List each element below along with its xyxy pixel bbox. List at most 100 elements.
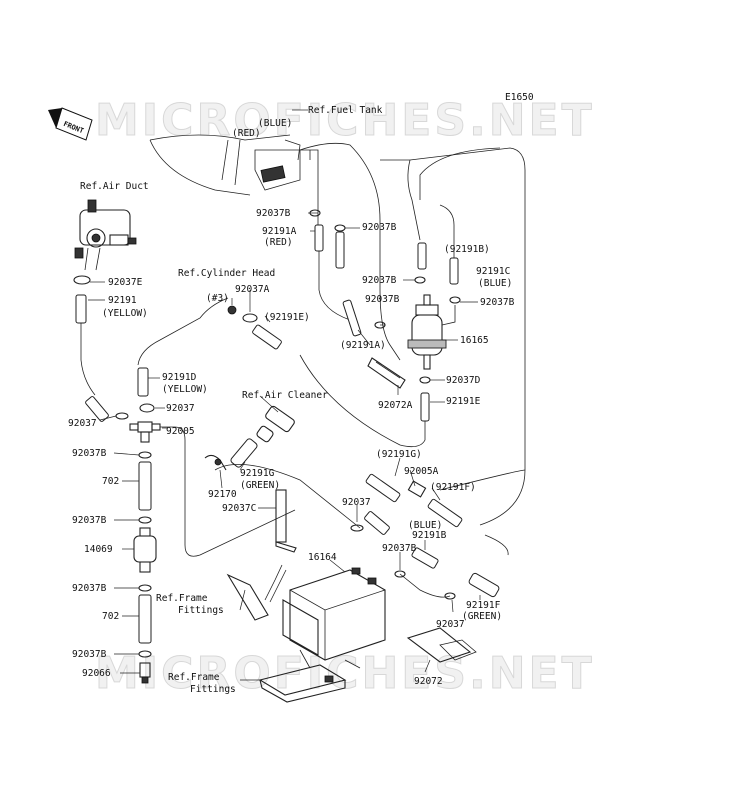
clamp-92037B-2 (334, 224, 346, 232)
clamp-92037-b (115, 412, 129, 420)
label-92037E: 92037E (108, 277, 143, 288)
fuel-filter-14069 (133, 527, 157, 573)
fuel-filter-16165 (407, 294, 456, 370)
hose-92191F-green (468, 572, 500, 598)
label-hash3: (#3) (206, 293, 229, 304)
hose-red-2 (335, 231, 345, 269)
hose-92191D-yellow (137, 367, 149, 397)
clamp-92037A (242, 313, 258, 323)
bracket-92072 (406, 627, 477, 663)
label-ref-air-cleaner: Ref.Air Cleaner (242, 390, 328, 401)
label-92037B-2: 92037B (362, 222, 397, 233)
fuel-tank-outline (149, 134, 301, 196)
label-92037B-3: 92037B (362, 275, 397, 286)
canister-16164 (282, 567, 386, 661)
label-92037B-1: 92037B (256, 208, 291, 219)
clamp-92037B-6 (138, 451, 152, 459)
label-ref-frame-2b: Fittings (190, 684, 236, 695)
frame-fitting-upper (226, 564, 287, 621)
hose-92191-yellow (75, 294, 87, 324)
label-92037B-7: 92037B (72, 515, 107, 526)
label-92005: 92005 (166, 426, 195, 437)
label-ref-frame-1b: Fittings (178, 605, 224, 616)
hose-92191G-b (365, 473, 401, 503)
label-yellow-1: (YELLOW) (102, 308, 148, 319)
label-92037B-9: 92037B (72, 583, 107, 594)
label-92191G: 92191G (240, 468, 275, 479)
label-92191B-b: 92191B (412, 530, 447, 541)
label-92191B-a: (92191B) (444, 244, 490, 255)
label-blue-low: (BLUE) (408, 520, 442, 531)
label-92037B-4: 92037B (480, 297, 515, 308)
label-blue-mid: (BLUE) (478, 278, 512, 289)
label-92037C: 92037C (222, 503, 256, 514)
label-92191C: 92191C (476, 266, 510, 277)
label-16164: 16164 (308, 552, 337, 563)
label-92037-4: 92037 (436, 619, 465, 630)
label-green-2: (GREEN) (462, 611, 502, 622)
label-red-top: (RED) (232, 128, 261, 139)
label-92037-1: 92037 (166, 403, 195, 414)
label-92191A: 92191A (262, 226, 297, 237)
label-92191G-b: (92191G) (376, 449, 422, 460)
label-92191: 92191 (108, 295, 137, 306)
label-92072: 92072 (414, 676, 443, 687)
label-92005A: 92005A (404, 466, 439, 477)
watermark-bottom: MICROFICHES.NET (95, 648, 595, 699)
label-92037B-10: 92037B (72, 649, 107, 660)
fitting-92005A (407, 480, 427, 498)
label-ref-air-duct: Ref.Air Duct (80, 181, 149, 192)
label-red-mid: (RED) (264, 237, 293, 248)
air-cleaner-fitting (256, 405, 295, 443)
bracket-92037C (275, 489, 297, 553)
label-ref-frame-1a: Ref.Frame (156, 593, 208, 604)
frame-fitting-lower (258, 649, 361, 703)
hose-702-b (138, 594, 152, 644)
nozzle-92066 (139, 662, 151, 684)
clamp-92037-c (350, 524, 364, 532)
label-92037B-5: 92037B (365, 294, 400, 305)
label-yellow-2: (YELLOW) (162, 384, 208, 395)
clamp-92037B-3 (414, 276, 426, 284)
label-92191F-b: 92191F (466, 600, 501, 611)
label-ref-frame-2a: Ref.Frame (168, 672, 220, 683)
clip-92170 (204, 454, 227, 471)
leader-lines (88, 212, 481, 681)
hose-92191C (449, 257, 459, 285)
label-92037B-6: 92037B (72, 448, 107, 459)
clamp-92037D (419, 376, 431, 384)
label-92191E-a: (92191E) (264, 312, 310, 323)
label-ref-fuel-tank: Ref.Fuel Tank (308, 105, 383, 116)
diagram-code: E1650 (505, 92, 534, 103)
hose-92191F-a (427, 498, 463, 528)
label-92037A: 92037A (235, 284, 270, 295)
label-92037-2: 92037 (68, 418, 97, 429)
fitting-hash3 (227, 305, 237, 315)
label-16165: 16165 (460, 335, 489, 346)
label-702-2: 702 (102, 611, 119, 622)
label-92072A: 92072A (378, 400, 413, 411)
watermark-top: MICROFICHES.NET (95, 95, 595, 146)
hose-92191E-a (252, 324, 282, 350)
label-92191F-a: (92191F) (430, 482, 476, 493)
label-blue-top: (BLUE) (258, 118, 292, 129)
label-702-1: 702 (102, 476, 119, 487)
clamp-92037B-4 (449, 296, 461, 304)
clamp-92037B-10 (394, 570, 406, 578)
label-green-1: (GREEN) (240, 480, 280, 491)
label-ref-cylinder-head: Ref.Cylinder Head (178, 268, 275, 279)
air-duct-valve (74, 199, 137, 271)
label-92191A-b: (92191A) (340, 340, 386, 351)
label-92037D: 92037D (446, 375, 481, 386)
hose-92191A-b (342, 299, 362, 337)
label-92037-3: 92037 (342, 497, 371, 508)
label-92191E-b: 92191E (446, 396, 481, 407)
hose-mid (364, 511, 390, 535)
hose-92191B-b (411, 547, 439, 569)
hose-92191A (314, 224, 324, 252)
hose-702-a (138, 461, 152, 511)
hose-92191B (417, 242, 427, 270)
clamp-92037B-7 (138, 516, 152, 524)
label-92170: 92170 (208, 489, 237, 500)
